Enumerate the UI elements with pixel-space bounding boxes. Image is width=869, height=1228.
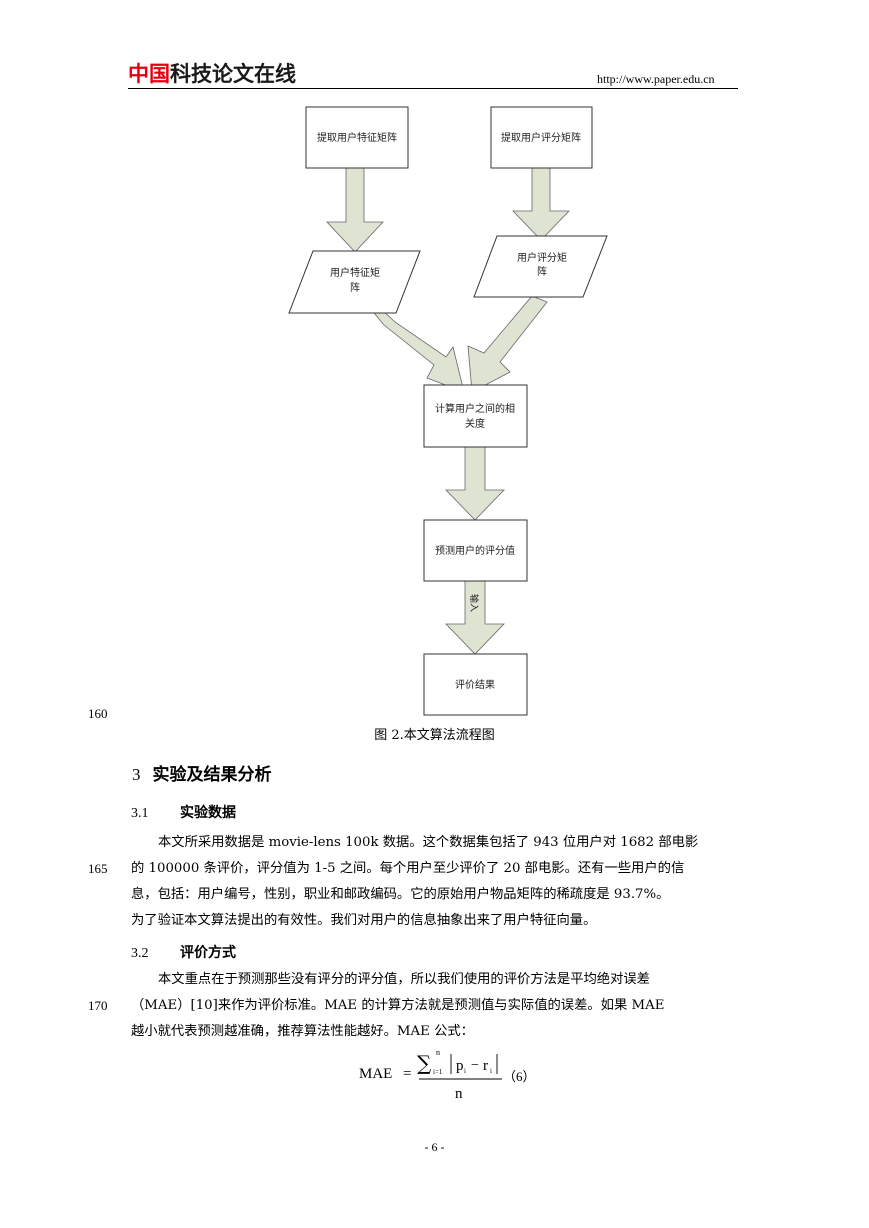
journal-logo: 中国科技论文在线 [128,60,296,88]
data-user-feature-line1: 用户特征矩 [330,266,380,279]
formula-p-index: i [464,1067,466,1075]
page-number: - 6 - [424,1140,445,1154]
formula-lhs: MAE [359,1066,392,1082]
formula-number: （6） [503,1069,536,1084]
header-rule [128,88,738,89]
text-line: 为了验证本文算法提出的有效性。我们对用户的信息抽象出来了用户特征向量。 [131,913,597,928]
line-number-165: 165 [88,861,108,876]
formula-r: r [483,1058,488,1074]
formula-denominator: n [455,1086,463,1102]
text-line: 越小就代表预测越准确，推荐算法性能越好。MAE 公式： [131,1024,474,1039]
flowchart: 提取用户特征矩阵 提取用户评分矩阵 用户特征矩 阵 用户评分矩 阵 计算用户之间… [288,106,608,716]
logo-red-part: 中国 [128,62,170,86]
arrow-predict-to-result [445,580,505,655]
arrow-input-label: 输入 [468,594,480,612]
text-line: 本文所采用数据是 movie-lens 100k 数据。这个数据集包括了 943… [158,835,699,850]
arrow-rating-to-similarity [467,295,548,393]
subsection-number: 3.1 [131,806,149,821]
formula-equals: = [403,1066,411,1082]
box-evaluation-result-label: 评价结果 [455,678,495,691]
box-extract-user-rating-label: 提取用户评分矩阵 [501,131,581,144]
formula-sum-sub: i=1 [433,1068,443,1076]
box-predict-rating [423,519,528,582]
formula-minus: − [471,1058,479,1073]
data-user-feature-line2: 阵 [350,281,360,294]
section-number: 3 [132,765,141,784]
arrow-feature-down [326,167,384,253]
subsection-title: 实验数据 [180,805,236,821]
paragraph-evaluation-method: 本文重点在于预测那些没有评分的评分值，所以我们使用的评价方法是平均绝对误差 （M… [131,967,737,1045]
text-line: 息，包括：用户编号，性别，职业和邮政编码。它的原始用户物品矩阵的稀疏度是 93.… [131,887,670,902]
box-evaluation-result [423,653,528,716]
subsection-heading-3-2: 3.2 评价方式 [131,942,236,962]
subsection-title: 评价方式 [180,945,236,961]
text-line: 本文重点在于预测那些没有评分的评分值，所以我们使用的评价方法是平均绝对误差 [158,972,650,987]
formula-p: p [456,1058,464,1074]
section-title: 实验及结果分析 [152,765,272,785]
box-compute-similarity-line2: 关度 [465,417,485,430]
subsection-heading-3-1: 3.1 实验数据 [131,802,236,822]
mae-formula: MAE = ∑ n i=1 p i − r i n （6） [359,1048,536,1102]
data-user-feature-matrix [288,250,421,314]
text-line: （MAE）[10]来作为评价标准。MAE 的计算方法就是预测值与实际值的误差。如… [131,998,665,1013]
formula-sum: ∑ [417,1051,432,1075]
line-number-160: 160 [88,706,108,721]
paragraph-experiment-data: 本文所采用数据是 movie-lens 100k 数据。这个数据集包括了 943… [131,830,737,934]
logo-black-part: 科技论文在线 [170,62,296,86]
header-url[interactable]: http://www.paper.edu.cn [597,72,715,86]
box-extract-user-feature [305,106,409,169]
box-compute-similarity-line1: 计算用户之间的相 [435,402,515,415]
formula-r-index: i [490,1067,492,1075]
data-user-rating-matrix [473,235,608,298]
box-extract-user-feature-label: 提取用户特征矩阵 [317,131,397,144]
figure-caption: 图 2.本文算法流程图 [374,728,495,743]
line-number-170: 170 [88,998,108,1013]
subsection-number: 3.2 [131,946,149,961]
arrow-rating-down [512,167,570,241]
box-predict-rating-label: 预测用户的评分值 [435,544,515,557]
section-heading: 3 实验及结果分析 [132,760,272,785]
text-line: 的 100000 条评价，评分值为 1-5 之间。每个用户至少评价了 20 部电… [131,861,685,876]
data-user-rating-line1: 用户评分矩 [517,251,567,264]
data-user-rating-line2: 阵 [537,265,547,278]
box-extract-user-rating [490,106,593,169]
arrow-feature-to-similarity [369,305,465,393]
box-compute-similarity [423,384,528,448]
arrow-similarity-to-predict [445,446,505,521]
formula-sum-sup: n [436,1048,440,1057]
